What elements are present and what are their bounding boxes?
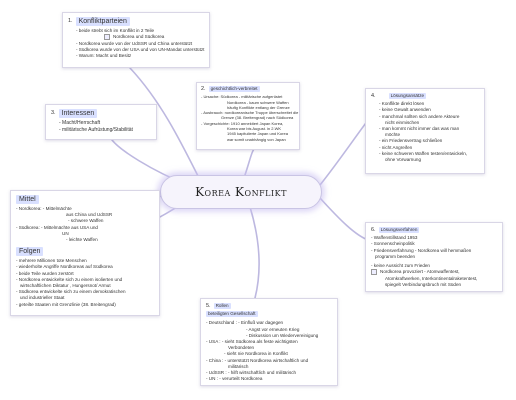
line: - beide strebt sich im Konflikt in 2 Tei… xyxy=(76,28,155,33)
line: - Südkorea wurde von der USA und von UN-… xyxy=(76,46,205,52)
card-mittel-folgen: Mittel - Nordkorea: - Mittelmächte aus C… xyxy=(10,190,160,316)
line: war somit unabhängig von Japan xyxy=(227,136,286,142)
line: und industrieller Staat xyxy=(20,295,65,301)
line: nicht einmischen xyxy=(385,119,420,125)
line: - militärische Aufrüstung/Stabilität xyxy=(59,127,133,133)
card-title: Lösungsansätze xyxy=(388,93,427,100)
line: Nordkorea und Südkorea xyxy=(68,34,204,41)
line: - UN : - verurteilt Nordkorea xyxy=(206,376,263,382)
checkbox-icon xyxy=(104,34,110,41)
line: - Macht/Herrschaft xyxy=(59,120,101,126)
card-title: geschichtlich-verbreitet xyxy=(208,86,260,93)
line: - Angst vor erneuten Krieg xyxy=(246,326,300,332)
connector-konfliktparteien xyxy=(129,67,201,181)
connector-loesungsverfahren xyxy=(319,197,369,241)
line: - Ausbrauch: nordkoreanische Truppe über… xyxy=(201,110,299,116)
line: - leichte Waffen xyxy=(66,237,98,243)
line: - China : - unterstützt Nordkorea wirtsc… xyxy=(206,357,309,363)
line: aus China und UdSSR xyxy=(66,212,113,218)
line: - Nordkorea entwickelte sich zu einem is… xyxy=(16,276,123,282)
card-number: 5. xyxy=(206,303,211,309)
line: - sieht nie Nordkorea in Konflikt xyxy=(224,351,288,357)
line: - UdSSR : - hilft wirtschaftlich und mil… xyxy=(206,370,297,376)
line: - beide Teile wurden zerstört xyxy=(16,270,74,276)
line: - keine Gewalt anwenden xyxy=(379,107,431,113)
line: - Waffenstillstand 1953 xyxy=(371,235,418,241)
line: militärisch xyxy=(228,363,249,369)
card-number: 2. xyxy=(201,86,206,92)
card-number: 6. xyxy=(371,227,376,233)
line: - mehrere Millionen tote Menschen xyxy=(16,258,87,264)
line: spiegelt Verbindungsbruch mit Süden xyxy=(385,281,462,287)
line: - Südkorea entwickelte sich zu einem dem… xyxy=(16,289,126,295)
line: - keine Aussicht zum Frieden xyxy=(371,263,430,269)
line: Korea war bis August. in 2.WK xyxy=(227,125,282,131)
line: - Ursache: Südkorea - militärische aufge… xyxy=(201,94,283,100)
card-number: 4. xyxy=(371,93,376,99)
line: - Diskussion um Wiedervereinigung xyxy=(246,332,319,338)
connector-geschichte xyxy=(244,147,256,176)
card-loesungsverfahren: 6. Lösungsverfahren - Waffenstillstand 1… xyxy=(365,222,503,292)
line: - Südkorea: - Mittelmächte aus USA und xyxy=(16,224,98,230)
line: ohne Vorwarnung xyxy=(385,157,422,163)
card-title: Lösungsverfahren xyxy=(378,227,420,234)
card-number: 1. xyxy=(68,18,73,25)
line: - USA : - sieht Südkorea als feste wicht… xyxy=(206,339,298,345)
line: - manchmal sollten sich andere Akteure xyxy=(379,113,460,119)
checkbox-icon xyxy=(371,269,377,276)
line: - ein Friedensvertrag schließen xyxy=(379,138,443,144)
line: - Nordkorea: - Mittelmächte xyxy=(16,206,72,211)
line: - Vorgeschichte: 1910 annektiert Japan K… xyxy=(201,120,284,126)
card-title: Interessen xyxy=(58,109,98,118)
line: - Konflikte direkt lösen xyxy=(379,101,425,107)
line: Grenze (38. Breitengrad) nach Südkorea xyxy=(221,115,294,121)
line: - Deutschland : - Einfluß war dagegen xyxy=(206,320,284,326)
line: - wiederholte Angriffe Nordkoreas auf Sü… xyxy=(16,264,113,270)
card-interessen: 3. Interessen - Macht/Herrschaft - milit… xyxy=(45,104,157,140)
line: - Nordkorea wurde von der UdSSR und Chin… xyxy=(76,40,193,46)
card-loesungsansaetze: 4. Lösungsansätze - Konflikte direkt lös… xyxy=(365,88,485,174)
line: - schwere Waffen xyxy=(68,218,104,224)
line: Atomkraftwerken, Interkontinentalraketen… xyxy=(385,275,478,281)
card-title-folgen: Folgen xyxy=(16,247,44,257)
line: - Warum: Macht und Besitz xyxy=(76,53,132,59)
card-number: 3. xyxy=(51,110,56,117)
card-title: Konfliktparteien xyxy=(75,17,130,26)
central-topic: Korea Konflikt xyxy=(160,175,322,209)
card-konfliktparteien: 1. Konfliktparteien - beide strebt sich … xyxy=(62,12,210,68)
line: programm beenden xyxy=(375,253,416,259)
line: UN xyxy=(62,230,69,236)
card-geschichte: 2. geschichtlich-verbreitet - Ursache: S… xyxy=(196,82,300,150)
line: - nicht Angreifen xyxy=(379,144,413,150)
card-subtitle: beteiligten Gesellschaft xyxy=(206,311,258,318)
card-rollen: 5. Rollen beteiligten Gesellschaft - Deu… xyxy=(200,298,338,386)
line: häufig Konflikte entlang der Grenze xyxy=(227,104,290,110)
line: 1945 kapitulierte Japan und Korea xyxy=(227,131,288,137)
line: - Friedensverfahrung - Nordkorea will he… xyxy=(371,247,472,253)
card-title-mittel: Mittel xyxy=(16,195,39,204)
line: Nordkorea - kaum schwere Waffen xyxy=(227,99,289,105)
card-title: Rollen xyxy=(213,303,231,310)
line: - geteilte Staaten mit Grenzlinie (38. B… xyxy=(16,301,116,307)
line: - keine schweren Waffen testen/entwickel… xyxy=(379,150,468,156)
line: möchte xyxy=(385,132,401,138)
line: - man kommt nicht immer das was man xyxy=(379,126,460,132)
line: Verbündeten xyxy=(228,345,255,351)
line: wirtschaftlichen Diktatur , Hungersnot/ … xyxy=(20,283,111,289)
line: Nordkorea provoziert - Atomwaffentest, xyxy=(371,269,497,276)
connector-rollen xyxy=(249,206,260,299)
line: - Sonnenscheinpolitik xyxy=(371,241,415,247)
